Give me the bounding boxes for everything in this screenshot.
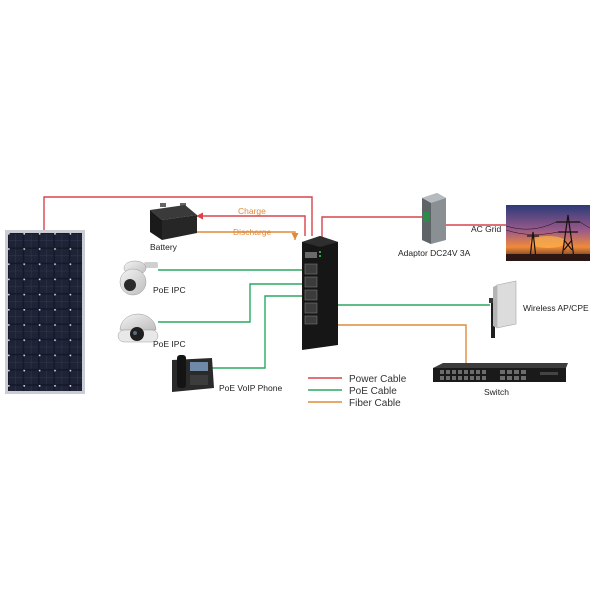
ptz-camera-icon	[119, 260, 158, 296]
solar-panel-icon	[5, 230, 85, 394]
network-switch-icon	[433, 363, 568, 382]
discharge-label: Discharge	[233, 227, 272, 237]
discharge-arrow-icon	[291, 233, 299, 240]
wireless-ap-icon	[489, 280, 517, 338]
ipc2-label: PoE IPC	[153, 339, 186, 349]
charge-arrow-icon	[196, 212, 203, 220]
ac-grid-label: AC Grid	[471, 224, 502, 234]
solar-power-cable	[43, 196, 313, 236]
legend-item-fiber: Fiber Cable	[308, 398, 401, 409]
adaptor-power-cable	[321, 216, 424, 238]
legend-label-fiber: Fiber Cable	[349, 398, 401, 409]
dome-camera-icon	[117, 313, 159, 343]
poe-switch-icon	[302, 236, 338, 350]
legend-label-poe: PoE Cable	[349, 386, 397, 397]
adaptor-label: Adaptor DC24V 3A	[398, 248, 471, 258]
legend-item-power: Power Cable	[308, 374, 407, 385]
legend-item-poe: PoE Cable	[308, 386, 397, 397]
charge-label: Charge	[238, 206, 266, 216]
ipc2-poe-cable	[158, 283, 303, 323]
power-adaptor-icon	[422, 193, 446, 244]
battery-icon	[150, 203, 197, 240]
legend: Power Cable PoE Cable Fiber Cable	[308, 374, 407, 409]
voip-phone-icon	[172, 355, 214, 392]
power-cables	[43, 196, 506, 238]
battery-label: Battery	[150, 242, 178, 252]
poe-cables	[158, 269, 490, 369]
wireless-label: Wireless AP/CPE	[523, 303, 589, 313]
ipc1-label: PoE IPC	[153, 285, 186, 295]
switch-label: Switch	[484, 387, 509, 397]
charge-cable	[196, 215, 306, 236]
phone-poe-cable	[212, 295, 303, 369]
legend-label-power: Power Cable	[349, 374, 407, 385]
power-tower-icon	[505, 205, 591, 261]
phone-label: PoE VoIP Phone	[219, 383, 282, 393]
fiber-cable	[338, 324, 467, 363]
